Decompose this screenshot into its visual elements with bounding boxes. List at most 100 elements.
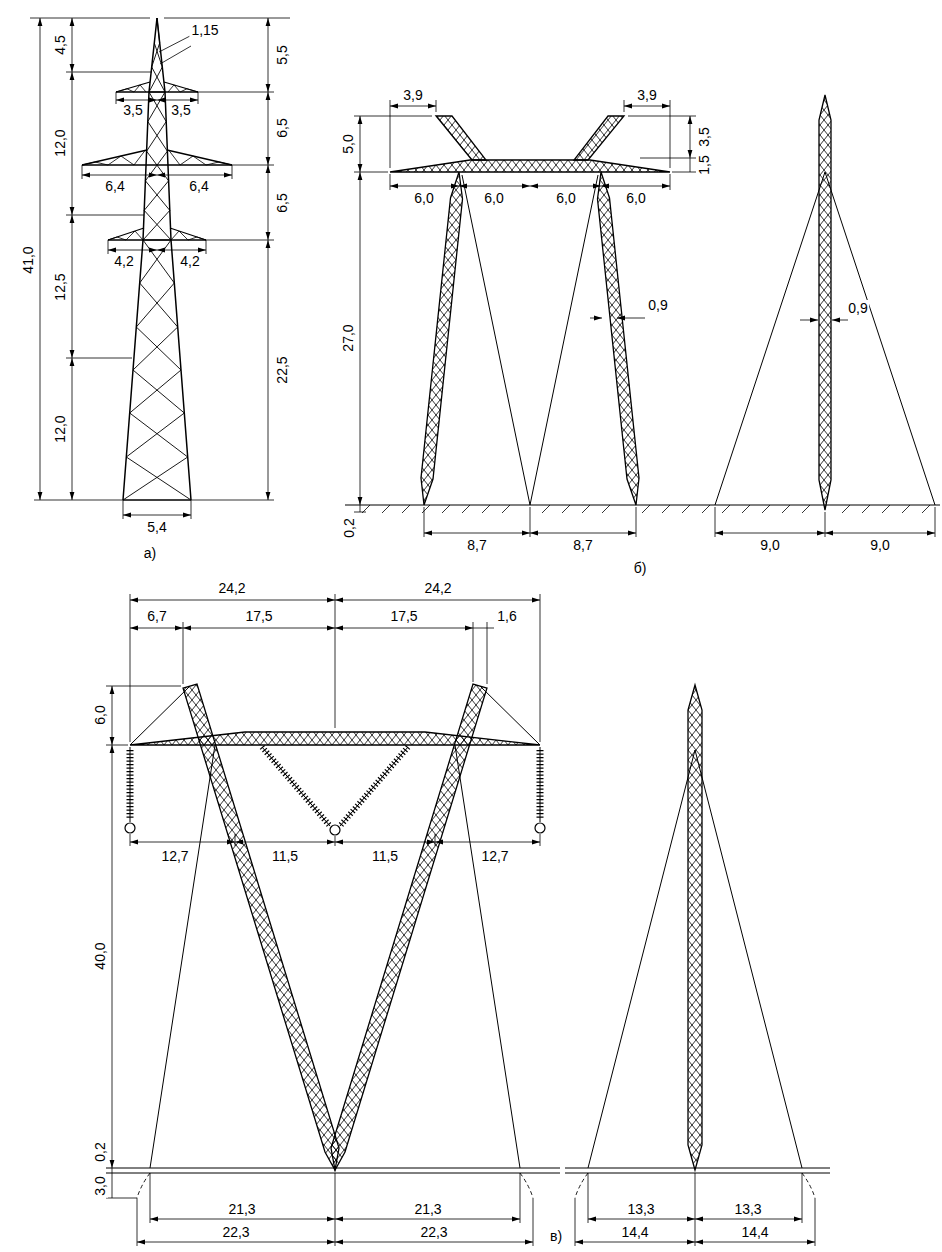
dimension-label: 22,5 — [274, 354, 290, 385]
dimension-label: 6,5 — [274, 191, 290, 214]
dimension-label: 0,9 — [846, 300, 869, 316]
dimension-label: 21,3 — [412, 1201, 443, 1217]
dimension-label: 12,0 — [52, 413, 68, 444]
dimension-label: 27,0 — [340, 322, 356, 353]
guy-wire — [695, 750, 802, 1168]
dimension-label: 13,3 — [732, 1201, 763, 1217]
dimension-label: 12,7 — [159, 848, 190, 864]
tower-a — [82, 18, 232, 500]
leg — [331, 684, 487, 1170]
mast — [688, 685, 702, 1170]
dimension-label: 6,0 — [482, 190, 505, 206]
dimension-label: 12,0 — [52, 127, 68, 158]
dimension-label: 6,4 — [103, 178, 126, 194]
dimension-label: 17,5 — [243, 608, 274, 624]
dimensions-a — [30, 18, 290, 519]
lattice — [108, 231, 143, 240]
guy-wire — [462, 175, 530, 505]
peak — [574, 116, 624, 160]
dimension-label: 4,2 — [178, 253, 201, 269]
dimension-label: 0,2 — [92, 1140, 108, 1163]
dimensions-c — [106, 594, 815, 1246]
dimension-label: 17,5 — [388, 608, 419, 624]
dimension-label: 22,3 — [418, 1224, 449, 1240]
dimension-label: 14,4 — [739, 1224, 770, 1240]
crossbeam — [390, 160, 670, 172]
peak — [436, 116, 486, 160]
dimension-label: 21,3 — [226, 1201, 257, 1217]
dimensions-b — [354, 100, 935, 537]
dimension-label: 5,0 — [340, 132, 356, 155]
conductor — [330, 825, 340, 835]
ground-line — [565, 1168, 830, 1169]
dimension-label: 9,0 — [758, 537, 781, 553]
crossarm — [116, 91, 198, 92]
guy-wire — [530, 175, 598, 505]
dimension-label: 11,5 — [370, 848, 400, 864]
dimension-label: 14,4 — [619, 1224, 650, 1240]
dimension-label: 6,0 — [412, 190, 435, 206]
dimension-label: 9,0 — [868, 537, 891, 553]
lattice — [143, 92, 170, 240]
dimension-label: 3,9 — [635, 87, 658, 103]
lattice — [144, 92, 171, 240]
dimension-label: 6,0 — [92, 703, 108, 726]
dimension-label: 8,7 — [571, 537, 594, 553]
leg — [598, 172, 640, 505]
leg — [183, 684, 339, 1170]
guy-wire — [715, 172, 825, 505]
dimension-label: 11,5 — [270, 848, 300, 864]
tower-c — [106, 684, 830, 1198]
dimension-label: 0,9 — [646, 297, 669, 313]
leg — [421, 172, 463, 505]
figure-letter: б) — [632, 560, 649, 576]
tower-base — [123, 499, 191, 501]
crossarm — [108, 239, 206, 240]
dimension-label: 6,4 — [187, 178, 210, 194]
lattice — [168, 85, 198, 92]
dimension-label: 5,4 — [145, 519, 168, 535]
tower-b — [345, 95, 940, 513]
dimension-label: 1,15 — [189, 22, 220, 38]
crossarm — [164, 82, 198, 92]
guy-wire — [825, 172, 935, 505]
figure-letter: в) — [548, 1228, 564, 1244]
dimension-label: 5,5 — [274, 43, 290, 66]
insulator-string — [130, 747, 540, 826]
dimension-label: 3,5 — [696, 125, 712, 148]
dimension-label: 0,2 — [341, 516, 357, 539]
dimension-label: 6,7 — [145, 608, 168, 624]
dimension-label: 1,6 — [495, 608, 518, 624]
lattice — [82, 151, 145, 166]
guy-wire — [455, 745, 520, 1168]
crossarm — [116, 82, 150, 92]
crossarm — [167, 150, 232, 165]
ground-line — [345, 504, 940, 505]
tie — [480, 686, 540, 745]
crossarm — [82, 150, 147, 165]
dimension-label: 24,2 — [216, 580, 247, 596]
dimension-label: 13,3 — [625, 1201, 656, 1217]
dimension-label: 3,9 — [401, 87, 424, 103]
tie — [130, 686, 190, 745]
conductor — [535, 823, 545, 833]
dimension-label: 4,5 — [52, 33, 68, 56]
crossarm — [108, 228, 144, 240]
conductor — [125, 823, 135, 833]
figure-letter: а) — [142, 545, 158, 561]
lattice — [116, 85, 146, 92]
crossarm — [170, 228, 206, 240]
dimension-label: 6,0 — [624, 190, 647, 206]
lattice — [169, 151, 232, 166]
dimension-label: 22,3 — [220, 1224, 251, 1240]
guy-wire — [150, 745, 215, 1168]
dimension-label: 3,5 — [169, 102, 192, 118]
dimension-label: 6,0 — [554, 190, 577, 206]
dimension-label: 12,7 — [479, 848, 510, 864]
dimension-label: 3,0 — [92, 1174, 108, 1197]
dimension-label: 3,5 — [121, 102, 144, 118]
dimension-label: 41,0 — [20, 244, 36, 275]
dimension-label: 8,7 — [465, 537, 488, 553]
